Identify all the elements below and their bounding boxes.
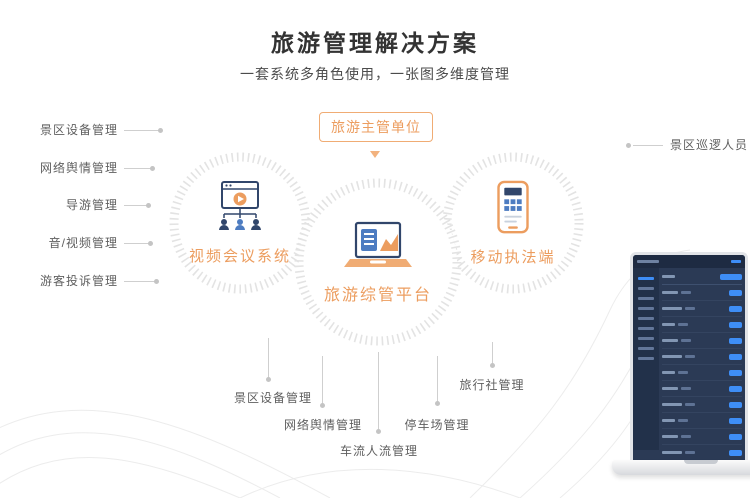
label-av-mgmt: 音/视频管理 xyxy=(48,236,118,250)
node-platform: 旅游综管平台 xyxy=(292,176,464,348)
connector-line xyxy=(124,130,160,131)
dashboard-body xyxy=(633,268,745,456)
connector-line xyxy=(378,352,379,430)
dashboard-row xyxy=(662,413,742,429)
connector-line xyxy=(268,338,269,378)
connector-line xyxy=(437,356,438,402)
connector-dot xyxy=(148,241,153,246)
connector-dot xyxy=(435,401,440,406)
dashboard-row xyxy=(662,333,742,349)
laptop-dashboard-mockup xyxy=(630,252,748,460)
label-tourist-complaint-mgmt: 游客投诉管理 xyxy=(39,274,118,288)
label-network-opinion-mgmt-2: 网络舆情管理 xyxy=(283,418,362,432)
connector-dot xyxy=(146,203,151,208)
dashboard-sidebar xyxy=(633,268,659,450)
label-guide-mgmt: 导游管理 xyxy=(65,198,118,212)
dashboard-row xyxy=(662,317,742,333)
connector-dot xyxy=(154,279,159,284)
laptop-chart-icon xyxy=(342,220,414,277)
dashboard-row xyxy=(662,269,742,285)
label-parking-mgmt: 停车场管理 xyxy=(404,418,470,432)
connector-dot xyxy=(266,377,271,382)
connector-line xyxy=(633,145,663,146)
laptop-base xyxy=(612,460,750,475)
down-arrow-icon xyxy=(370,151,380,158)
dashboard-row xyxy=(662,429,742,445)
video-conference-icon xyxy=(208,180,272,241)
connector-dot xyxy=(490,363,495,368)
label-scenic-device-mgmt: 景区设备管理 xyxy=(39,123,118,137)
label-scenic-device-mgmt-2: 景区设备管理 xyxy=(233,391,312,405)
connector-line xyxy=(124,281,156,282)
node-mobile-enforcement: 移动执法端 xyxy=(440,150,586,296)
page-title: 旅游管理解决方案 xyxy=(271,30,479,56)
dashboard-row xyxy=(662,301,742,317)
connector-dot xyxy=(158,128,163,133)
dashboard-row xyxy=(662,365,742,381)
connector-line xyxy=(322,356,323,404)
connector-line xyxy=(124,205,148,206)
dashboard-screen xyxy=(630,252,748,460)
connector-dot xyxy=(320,403,325,408)
connector-line xyxy=(124,243,150,244)
connector-dot xyxy=(626,143,631,148)
label-traffic-flow-mgmt: 车流人流管理 xyxy=(339,444,418,458)
dashboard-row xyxy=(662,397,742,413)
dashboard-row xyxy=(662,349,742,365)
connector-dot xyxy=(150,166,155,171)
tourism-authority-box: 旅游主管单位 xyxy=(319,112,433,142)
connector-line xyxy=(124,168,152,169)
dashboard-row xyxy=(662,381,742,397)
label-travel-agency-mgmt: 旅行社管理 xyxy=(459,378,525,392)
dashboard-row xyxy=(662,445,742,460)
dashboard-main xyxy=(659,268,745,456)
label-patrol-staff: 景区巡逻人员 xyxy=(670,138,749,152)
node-platform-label: 旅游综管平台 xyxy=(323,286,432,304)
dashboard-row xyxy=(662,285,742,301)
dashboard-topbar xyxy=(633,255,745,268)
page-subtitle: 一套系统多角色使用，一张图多维度管理 xyxy=(240,66,510,82)
label-network-opinion-mgmt: 网络舆情管理 xyxy=(39,161,118,175)
connector-dot xyxy=(376,429,381,434)
node-mobile-enforcement-label: 移动执法端 xyxy=(470,249,556,266)
node-video-conference-label: 视频会议系统 xyxy=(188,248,291,265)
mobile-device-icon xyxy=(491,179,535,242)
connector-line xyxy=(492,342,493,364)
